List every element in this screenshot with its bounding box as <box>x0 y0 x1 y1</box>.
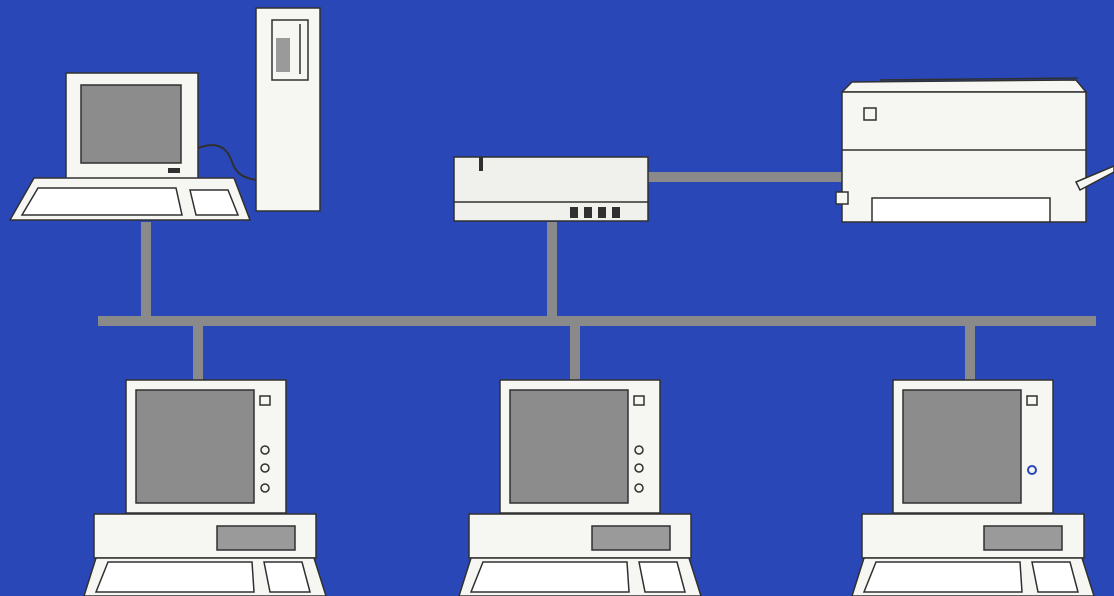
workstation-knob-3 <box>261 484 269 492</box>
cable-desktop-to-bus <box>141 222 151 318</box>
printer-side-port <box>836 192 848 204</box>
cable-bus-to-workstation-2 <box>570 324 580 384</box>
printer-paper-tray <box>872 198 1050 222</box>
cable-bus-to-workstation-1 <box>193 324 203 384</box>
workstation-drive <box>217 526 295 550</box>
keyboard-keys-main <box>22 188 182 215</box>
workstation-keyboard-main <box>96 562 254 592</box>
hub-port-2 <box>584 207 592 218</box>
network-hub-icon[interactable] <box>454 157 648 221</box>
cable-bus-to-workstation-3 <box>965 324 975 384</box>
monitor-screen <box>81 85 181 163</box>
bus-backbone <box>98 316 1096 326</box>
workstation-keyboard-main <box>864 562 1022 592</box>
hub-led <box>479 157 483 171</box>
hub-port-3 <box>598 207 606 218</box>
workstation-drive <box>984 526 1062 550</box>
tower-drive-slot <box>276 38 290 72</box>
workstation-screen <box>136 390 254 503</box>
workstation-indicator-light <box>1028 466 1036 474</box>
cable-hub-to-bus <box>547 222 557 318</box>
workstation-keyboard-numpad <box>639 562 685 592</box>
printer-icon[interactable] <box>836 78 1114 222</box>
workstation-power-button <box>1027 396 1037 405</box>
workstation-power-button <box>634 396 644 405</box>
workstation-keyboard-numpad <box>264 562 310 592</box>
workstation-knob-2 <box>635 464 643 472</box>
workstation-knob-1 <box>635 446 643 454</box>
cable-hub-to-printer <box>648 172 848 182</box>
workstation-screen <box>903 390 1021 503</box>
workstation-knob-2 <box>261 464 269 472</box>
hub-port-1 <box>570 207 578 218</box>
workstation-knob-3 <box>635 484 643 492</box>
workstation-keyboard-numpad <box>1032 562 1078 592</box>
workstation-knob-1 <box>261 446 269 454</box>
workstation-screen <box>510 390 628 503</box>
printer-panel-button <box>864 108 876 120</box>
printer-top <box>842 80 1086 92</box>
workstation-drive <box>592 526 670 550</box>
hub-port-4 <box>612 207 620 218</box>
workstation-power-button <box>260 396 270 405</box>
monitor-button <box>168 168 180 173</box>
workstation-keyboard-main <box>471 562 629 592</box>
